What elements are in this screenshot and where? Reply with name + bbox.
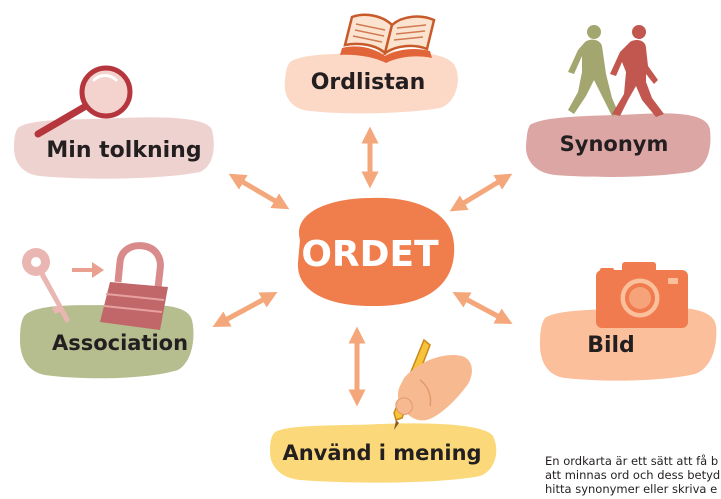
node-anvand: Använd i mening: [270, 338, 497, 483]
camera-icon: [596, 262, 688, 328]
label-ordlistan: Ordlistan: [311, 70, 426, 95]
label-association: Association: [52, 331, 188, 355]
blob-synonym: [525, 113, 711, 177]
arrow-tolkning: [228, 173, 290, 210]
blob-anvand: [270, 423, 497, 483]
label-bild: Bild: [587, 333, 635, 358]
node-tolkning: Min tolkning: [14, 65, 214, 179]
arrow-association: [212, 291, 278, 328]
center-blob: [297, 197, 455, 307]
blob-tolkning: [14, 117, 214, 179]
label-tolkning: Min tolkning: [46, 138, 201, 163]
node-bild: Bild: [540, 262, 717, 381]
node-association: Association: [20, 242, 194, 379]
node-ordlistan: Ordlistan: [284, 13, 458, 114]
arrow-bild: [452, 291, 513, 325]
writing-hand-icon: [393, 338, 472, 430]
label-anvand: Använd i mening: [282, 441, 481, 465]
caption-line: hitta synonymer eller skriva e: [545, 482, 718, 496]
arrow-synonym: [449, 173, 513, 212]
label-synonym: Synonym: [560, 132, 669, 156]
caption-line: att minnas ord och dess betyd: [545, 468, 721, 482]
open-book-icon: [340, 13, 436, 63]
magnifier-icon: [34, 65, 133, 138]
blob-ordlistan: [284, 51, 458, 114]
key-lock-icon: [22, 242, 168, 330]
caption-text: En ordkarta är ett sätt att få b att min…: [545, 454, 721, 496]
caption-line: En ordkarta är ett sätt att få b: [545, 454, 719, 468]
center-label: ORDET: [301, 234, 439, 275]
walking-people-icon: [568, 25, 664, 117]
connector-arrows: [212, 126, 513, 407]
node-synonym: Synonym: [525, 25, 711, 177]
